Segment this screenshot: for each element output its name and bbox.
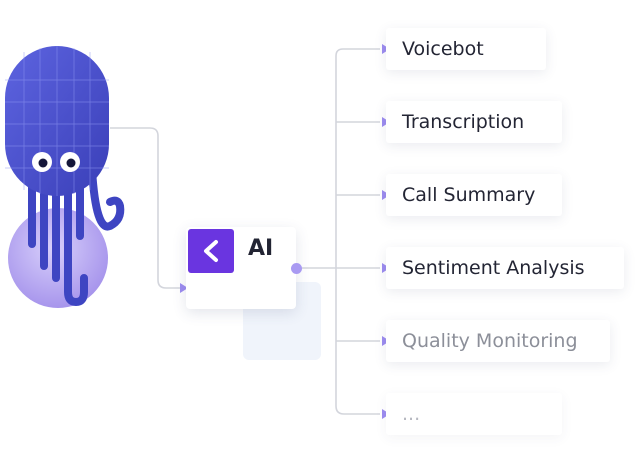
connector-dot — [291, 263, 302, 274]
output-quality-monitoring: Quality Monitoring — [386, 320, 610, 362]
ai-card: AI — [186, 227, 296, 309]
ai-label: AI — [248, 236, 274, 261]
octopus-mascot-icon — [5, 46, 125, 308]
output-transcription: Transcription — [386, 101, 562, 143]
output-sentiment-analysis: Sentiment Analysis — [386, 247, 624, 289]
brand-badge — [188, 229, 234, 273]
arrowhead-icon — [180, 283, 188, 293]
output-voicebot: Voicebot — [386, 28, 546, 70]
output-more: ... — [386, 393, 562, 435]
output-call-summary: Call Summary — [386, 174, 562, 216]
chevron-left-icon — [204, 240, 218, 262]
